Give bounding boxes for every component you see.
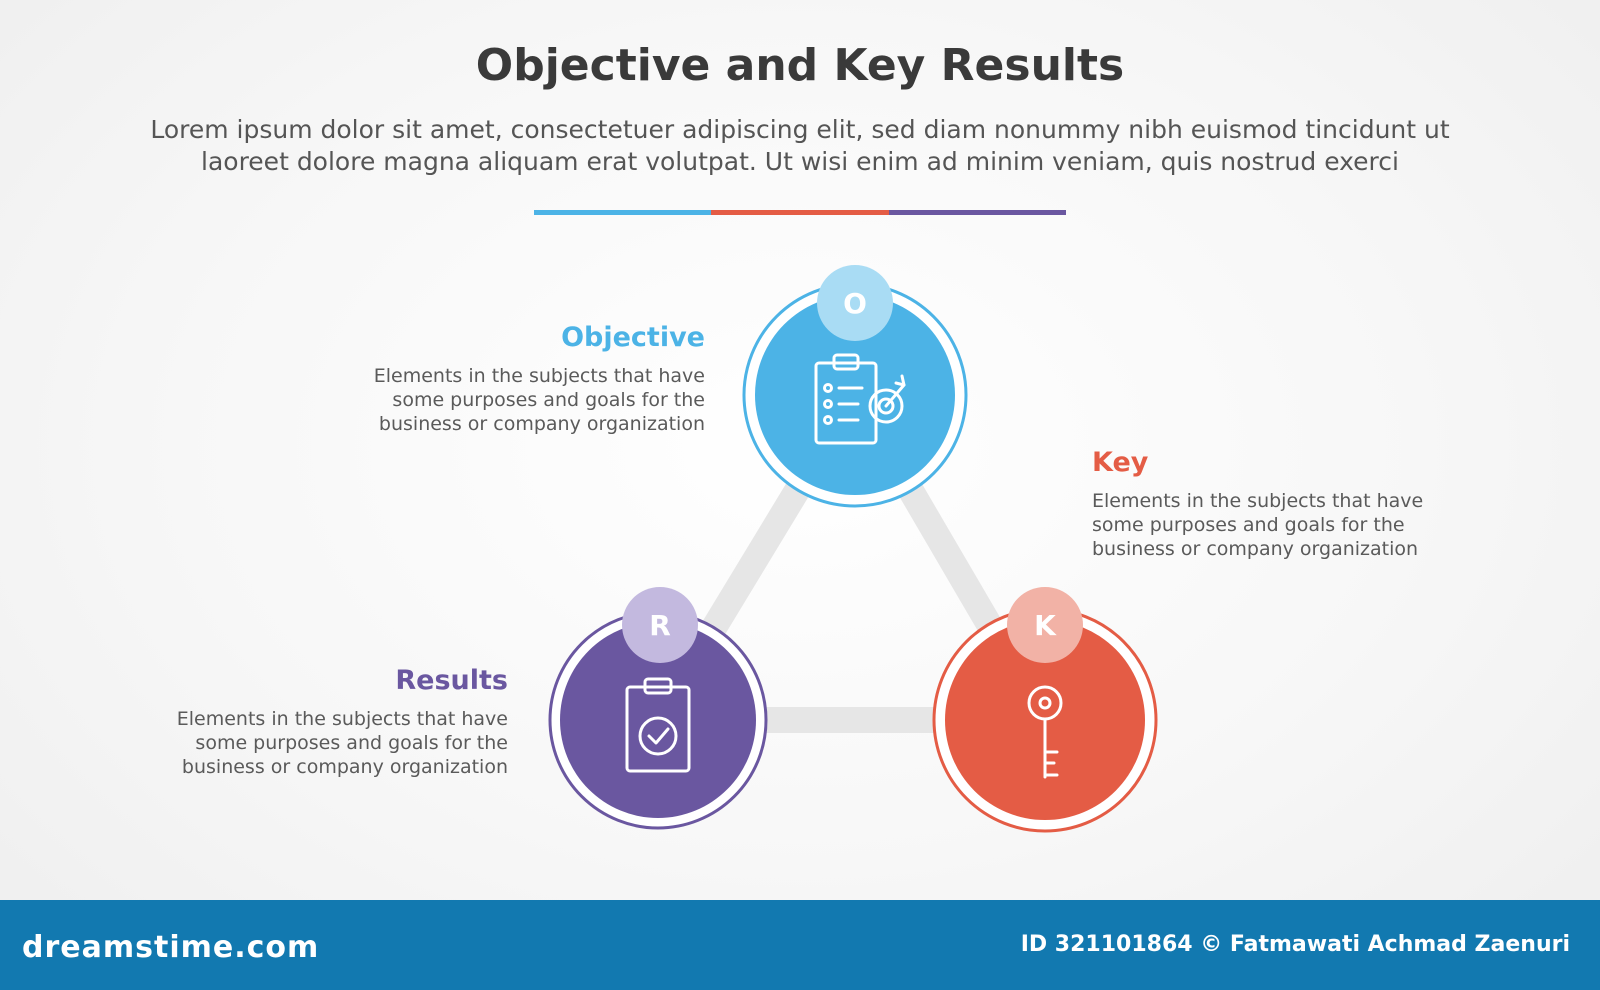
results-circle: [560, 622, 756, 818]
subtitle-line-1: Lorem ipsum dolor sit amet, consectetuer…: [150, 115, 1450, 144]
results-desc-line-1: Elements in the subjects that have: [176, 708, 508, 730]
footer-credit: ID 321101864 © Fatmawati Achmad Zaenuri: [1020, 932, 1570, 957]
results-heading: Results: [395, 665, 508, 696]
objective-description: Elements in the subjects that have some …: [305, 364, 705, 436]
key-letter: K: [1034, 609, 1057, 642]
subtitle-line-2: laoreet dolore magna aliquam erat volutp…: [201, 147, 1399, 176]
clipboard-target-icon: [814, 353, 906, 445]
results-letter-badge: [622, 587, 698, 663]
divider-red: [711, 210, 889, 215]
key-heading: Key: [1092, 447, 1149, 478]
key-desc-line-1: Elements in the subjects that have: [1092, 490, 1424, 512]
key-description: Elements in the subjects that have some …: [1092, 489, 1492, 561]
clipboard-check-icon: [625, 677, 691, 773]
divider-blue: [534, 210, 711, 215]
footer-bar: [0, 900, 1600, 990]
key-node: K: [932, 587, 1158, 833]
footer-logo[interactable]: dreamstime.com: [22, 930, 320, 965]
divider-purple: [889, 210, 1066, 215]
objective-desc-line-1: Elements in the subjects that have: [373, 365, 705, 387]
objective-heading: Objective: [561, 322, 705, 353]
results-description: Elements in the subjects that have some …: [108, 707, 508, 779]
results-letter: R: [649, 609, 671, 642]
page-subtitle: Lorem ipsum dolor sit amet, consectetuer…: [120, 114, 1480, 178]
objective-letter-badge: [817, 265, 893, 341]
objective-letter: O: [843, 287, 867, 320]
objective-node: O: [742, 265, 968, 508]
objective-desc-line-2: some purposes and goals for the: [392, 389, 705, 411]
page-title: Objective and Key Results: [475, 40, 1125, 91]
okr-cycle-diagram: O R K: [548, 265, 1158, 833]
results-node: R: [548, 587, 768, 830]
results-desc-line-3: business or company organization: [181, 756, 508, 778]
objective-circle: [755, 295, 955, 495]
key-desc-line-2: some purposes and goals for the: [1092, 514, 1405, 536]
key-icon: [1027, 685, 1063, 779]
key-desc-line-3: business or company organization: [1092, 538, 1419, 560]
results-desc-line-2: some purposes and goals for the: [195, 732, 508, 754]
objective-desc-line-3: business or company organization: [378, 413, 705, 435]
key-letter-badge: [1007, 587, 1083, 663]
